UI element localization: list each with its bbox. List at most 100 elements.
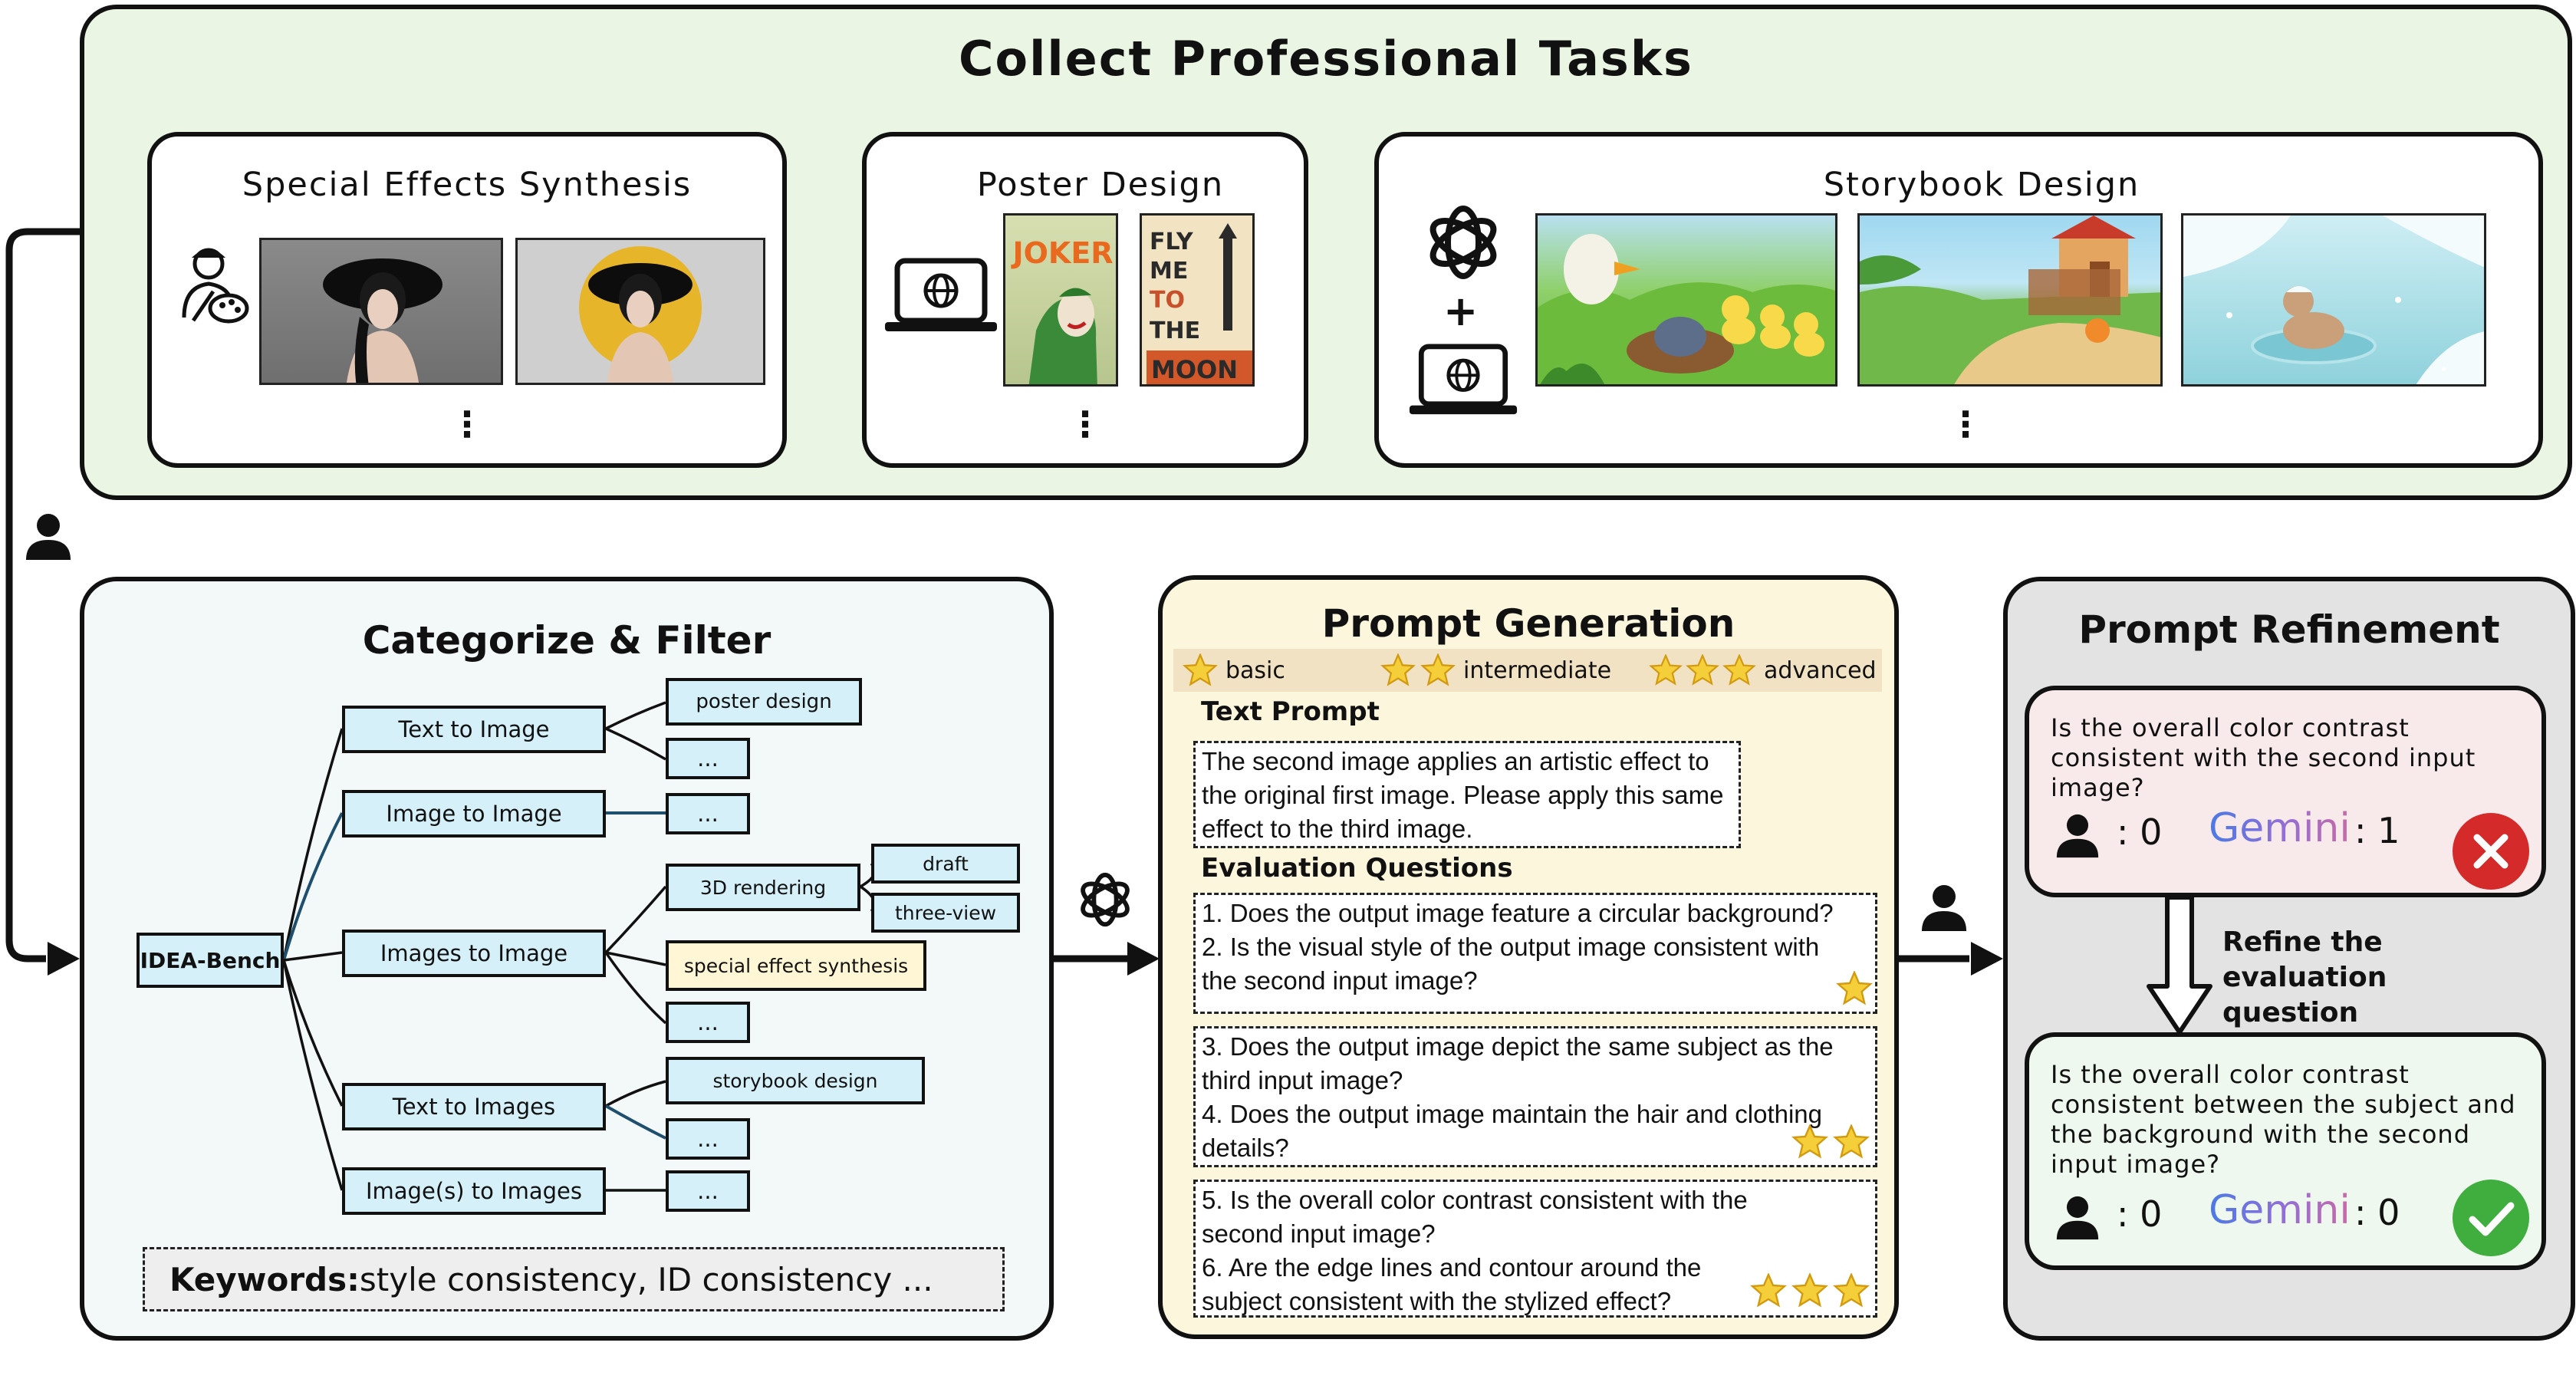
artist-palette-icon xyxy=(182,248,249,324)
text-prompt-content: The second image applies an artistic eff… xyxy=(1202,747,1724,843)
svg-text:ME: ME xyxy=(1150,258,1188,285)
star-icon xyxy=(1836,971,1873,1005)
plus-icon: + xyxy=(1443,287,1479,335)
star-icon xyxy=(1833,1273,1870,1308)
leaf-ellipsis: ... xyxy=(666,1118,750,1160)
input-portrait-image xyxy=(259,238,503,385)
question-3: 3. Does the output image depict the same… xyxy=(1202,1032,1834,1094)
poster-design-title: Poster Design xyxy=(976,166,1225,204)
person-icon xyxy=(2056,1196,2099,1240)
legend-advanced: advanced xyxy=(1649,649,1877,692)
legend-intermediate: intermediate xyxy=(1380,649,1611,692)
text-prompt-box: The second image applies an artistic eff… xyxy=(1193,741,1741,848)
openai-logo-icon xyxy=(1429,206,1497,279)
star-icon xyxy=(1722,654,1756,686)
person-icon xyxy=(26,514,71,560)
text-prompt-heading: Text Prompt xyxy=(1201,696,1380,727)
question-4: 4. Does the output image maintain the ha… xyxy=(1202,1100,1823,1162)
joker-poster-text: JOKER xyxy=(1010,236,1113,270)
openai-logo-icon xyxy=(1081,872,1130,927)
leaf-storybook-design: storybook design xyxy=(666,1057,925,1104)
prompt-generation-title: Prompt Generation xyxy=(1321,601,1735,646)
gemini-score-after: : 0 xyxy=(2354,1192,2400,1233)
moon-poster-image: FLY ME TO THE MOON xyxy=(1140,213,1255,387)
person-icon xyxy=(1922,885,1966,931)
svg-text:FLY: FLY xyxy=(1150,229,1194,255)
star-icon xyxy=(1791,1273,1828,1308)
category-images-to-images: Image(s) to Images xyxy=(342,1167,606,1215)
leaf-draft: draft xyxy=(871,844,1020,884)
gemini-label: Gemini xyxy=(2209,1187,2351,1233)
star-icon xyxy=(1420,653,1456,686)
laptop-globe-icon xyxy=(885,258,997,331)
svg-text:MOON: MOON xyxy=(1151,355,1238,384)
tree-root-idea-bench: IDEA-Bench xyxy=(137,933,284,988)
check-icon xyxy=(2453,1180,2529,1256)
poster-design-ellipsis: ⋮ xyxy=(1068,403,1103,445)
svg-text:TO: TO xyxy=(1150,287,1185,314)
human-score-before: : 0 xyxy=(2117,811,2163,853)
svg-text:THE: THE xyxy=(1150,318,1200,344)
star-icon xyxy=(1750,1273,1787,1308)
question-6: 6. Are the edge lines and contour around… xyxy=(1202,1253,1702,1315)
leaf-ellipsis: ... xyxy=(666,793,750,834)
gemini-logo-icon: Gemini xyxy=(2209,1187,2351,1233)
refine-label: Refine the evaluation question xyxy=(2222,926,2387,1028)
poster-design-card: Poster Design JOKER FLY ME TO THE MOON ⋮ xyxy=(862,132,1308,468)
flow-arrow-collect-to-categorize xyxy=(5,228,81,963)
question-5: 5. Is the overall color contrast consist… xyxy=(1202,1186,1748,1248)
keywords-label: Keywords: xyxy=(169,1260,360,1298)
gemini-score-before: : 1 xyxy=(2354,810,2400,851)
leaf-poster-design: poster design xyxy=(666,678,862,726)
star-icon xyxy=(1183,653,1218,686)
question-after-text: Is the overall color contrast consistent… xyxy=(2051,1060,2516,1179)
question-group-basic: 1. Does the output image feature a circu… xyxy=(1193,893,1877,1014)
question-1: 1. Does the output image feature a circu… xyxy=(1202,899,1834,927)
refine-arrow xyxy=(2147,895,2212,1035)
person-icon xyxy=(2056,814,2099,858)
storybook-image-farm xyxy=(1857,213,2163,387)
category-image-to-image: Image to Image xyxy=(342,790,606,838)
stylized-portrait-image xyxy=(515,238,765,385)
joker-poster-image: JOKER xyxy=(1003,213,1118,387)
leaf-three-view: three-view xyxy=(871,893,1020,933)
question-before-text: Is the overall color contrast consistent… xyxy=(2051,713,2476,802)
special-effects-ellipsis: ⋮ xyxy=(449,403,485,445)
leaf-ellipsis: ... xyxy=(666,1002,750,1043)
gemini-label: Gemini xyxy=(2209,805,2351,851)
legend-intermediate-label: intermediate xyxy=(1463,657,1612,684)
storybook-image-winter xyxy=(2181,213,2486,387)
star-icon xyxy=(1380,653,1416,686)
legend-basic: basic xyxy=(1183,649,1285,692)
star-icon xyxy=(1686,654,1719,686)
star-icon xyxy=(1649,654,1683,686)
leaf-3d-rendering: 3D rendering xyxy=(666,864,860,911)
leaf-ellipsis: ... xyxy=(666,738,750,779)
category-text-to-image: Text to Image xyxy=(342,706,606,753)
special-effects-card: Special Effects Synthesis ⋮ xyxy=(147,132,787,468)
legend-basic-label: basic xyxy=(1225,657,1285,684)
categorize-filter-title: Categorize & Filter xyxy=(362,618,771,663)
storybook-design-card: Storybook Design + xyxy=(1374,132,2543,468)
keywords-box: Keywords: style consistency, ID consiste… xyxy=(143,1247,1005,1311)
storybook-image-ducks xyxy=(1535,213,1837,387)
storybook-design-ellipsis: ⋮ xyxy=(1948,403,1983,445)
keywords-text: style consistency, ID consistency ... xyxy=(359,1260,933,1298)
special-effects-title: Special Effects Synthesis xyxy=(242,166,693,204)
star-icon xyxy=(1833,1124,1870,1159)
question-group-intermediate: 3. Does the output image depict the same… xyxy=(1193,1026,1877,1167)
storybook-design-title: Storybook Design xyxy=(1823,166,2140,204)
category-images-to-image: Images to Image xyxy=(342,930,606,977)
evaluation-questions-heading: Evaluation Questions xyxy=(1201,853,1513,884)
category-text-to-images: Text to Images xyxy=(342,1083,606,1130)
legend-advanced-label: advanced xyxy=(1764,657,1877,684)
collect-tasks-title: Collect Professional Tasks xyxy=(959,31,1693,87)
gemini-logo-icon: Gemini xyxy=(2209,805,2351,851)
cross-icon xyxy=(2453,813,2529,890)
question-2: 2. Is the visual style of the output ima… xyxy=(1202,933,1820,995)
leaf-special-effect-synthesis: special effect synthesis xyxy=(666,940,926,991)
laptop-globe-icon xyxy=(1409,344,1518,415)
leaf-ellipsis: ... xyxy=(666,1170,750,1212)
